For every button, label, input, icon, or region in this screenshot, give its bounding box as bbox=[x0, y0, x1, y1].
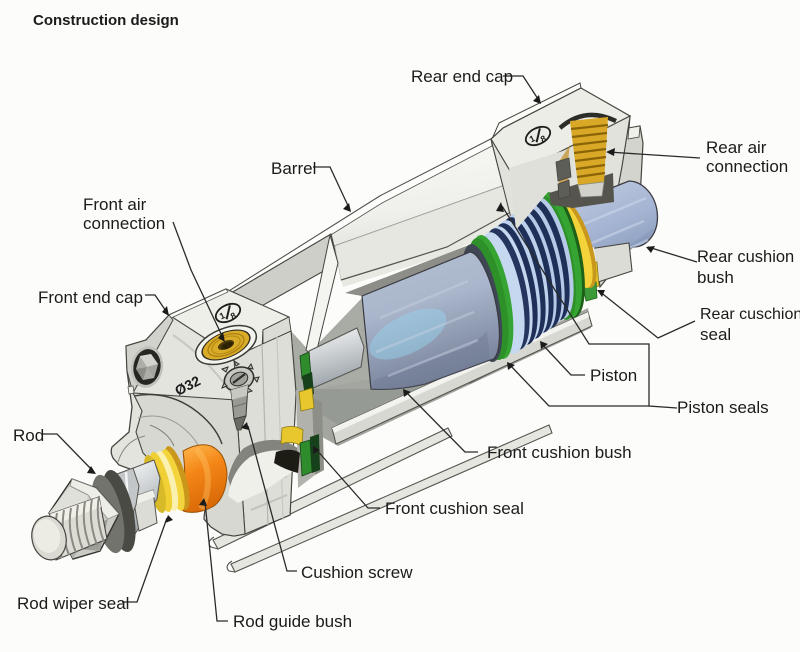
svg-text:Rod wiper seal: Rod wiper seal bbox=[17, 594, 129, 613]
svg-text:1: 1 bbox=[528, 133, 537, 144]
svg-text:Rear cuschion: Rear cuschion bbox=[700, 306, 800, 323]
svg-text:connection: connection bbox=[83, 214, 165, 233]
svg-text:Rod: Rod bbox=[13, 426, 44, 445]
svg-text:connection: connection bbox=[706, 157, 788, 176]
svg-text:Front cushion seal: Front cushion seal bbox=[385, 499, 524, 518]
svg-text:Front air: Front air bbox=[83, 195, 147, 214]
svg-text:8: 8 bbox=[539, 133, 548, 144]
svg-text:Front end cap: Front end cap bbox=[38, 288, 143, 307]
svg-text:Front cushion bush: Front cushion bush bbox=[487, 443, 632, 462]
svg-text:1: 1 bbox=[218, 310, 227, 321]
svg-text:seal: seal bbox=[700, 325, 731, 344]
svg-text:8: 8 bbox=[229, 310, 238, 321]
svg-text:Rear cushion: Rear cushion bbox=[697, 248, 794, 266]
svg-text:Piston: Piston bbox=[590, 366, 637, 385]
svg-text:Rear end cap: Rear end cap bbox=[411, 67, 513, 86]
svg-text:Rear air: Rear air bbox=[706, 138, 767, 157]
svg-text:Piston seals: Piston seals bbox=[677, 398, 769, 417]
svg-text:Rod guide bush: Rod guide bush bbox=[233, 612, 352, 631]
svg-text:Cushion screw: Cushion screw bbox=[301, 563, 413, 582]
svg-text:Barrel: Barrel bbox=[271, 159, 316, 178]
svg-text:bush: bush bbox=[697, 268, 734, 287]
svg-text:Construction design: Construction design bbox=[33, 12, 179, 29]
